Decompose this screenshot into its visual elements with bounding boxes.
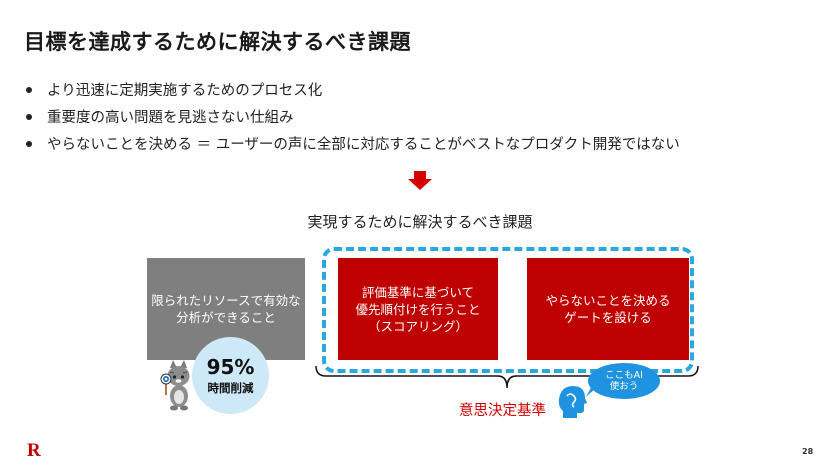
bullet-text: より迅速に定期実施するためのプロセス化: [47, 83, 323, 99]
bullet-item: 重要度の高い問題を見逃さない仕組み: [26, 103, 680, 130]
slide-title: 目標を達成するために解決するべき課題: [24, 30, 411, 54]
scoring-text: 評価基準に基づいて 優先順付けを行うこと （スコアリング）: [355, 284, 481, 334]
gate-box: やらないことを決める ゲートを設ける: [527, 258, 689, 360]
head-thinking-icon: [558, 386, 587, 418]
resource-analysis-text: 限られたリソースで有効な 分析ができること: [151, 293, 301, 325]
section-subtitle: 実現するために解決するべき課題: [307, 213, 533, 231]
bullet-text: やらないことを決める ＝ ユーザーの声に全部に対応することがベストなプロダクト開…: [47, 137, 680, 153]
gate-text: やらないことを決める ゲートを設ける: [545, 293, 671, 325]
speech-line-2: 使おう: [609, 381, 639, 392]
speech-bubble-tail: [586, 386, 598, 397]
bullet-dot-icon: [26, 140, 32, 147]
badge-label: 時間削減: [207, 380, 254, 395]
speech-bubble: ここもAI 使おう: [588, 363, 660, 399]
bullet-item: より迅速に定期実施するためのプロセス化: [26, 76, 680, 103]
bullet-list: より迅速に定期実施するためのプロセス化 重要度の高い問題を見逃さない仕組み やら…: [26, 76, 680, 157]
brand-logo: R: [27, 440, 41, 461]
time-reduction-badge: 95% 時間削減: [192, 337, 269, 414]
page-number: 28: [802, 447, 814, 456]
badge-percentage: 95%: [206, 354, 255, 379]
decision-criteria-dashed-frame: [322, 247, 694, 373]
scoring-box: 評価基準に基づいて 優先順付けを行うこと （スコアリング）: [338, 258, 498, 360]
arrow-down-icon: [408, 171, 432, 190]
bullet-dot-icon: [26, 86, 32, 93]
curly-brace: [315, 365, 699, 389]
speech-line-1: ここもAI: [605, 369, 643, 381]
bullet-item: やらないことを決める ＝ ユーザーの声に全部に対応することがベストなプロダクト開…: [26, 130, 680, 157]
bullet-text: 重要度の高い問題を見逃さない仕組み: [47, 110, 294, 126]
cat-illustration: [160, 360, 190, 411]
bullet-dot-icon: [26, 113, 32, 120]
decision-criteria-label: 意思決定基準: [459, 403, 546, 419]
